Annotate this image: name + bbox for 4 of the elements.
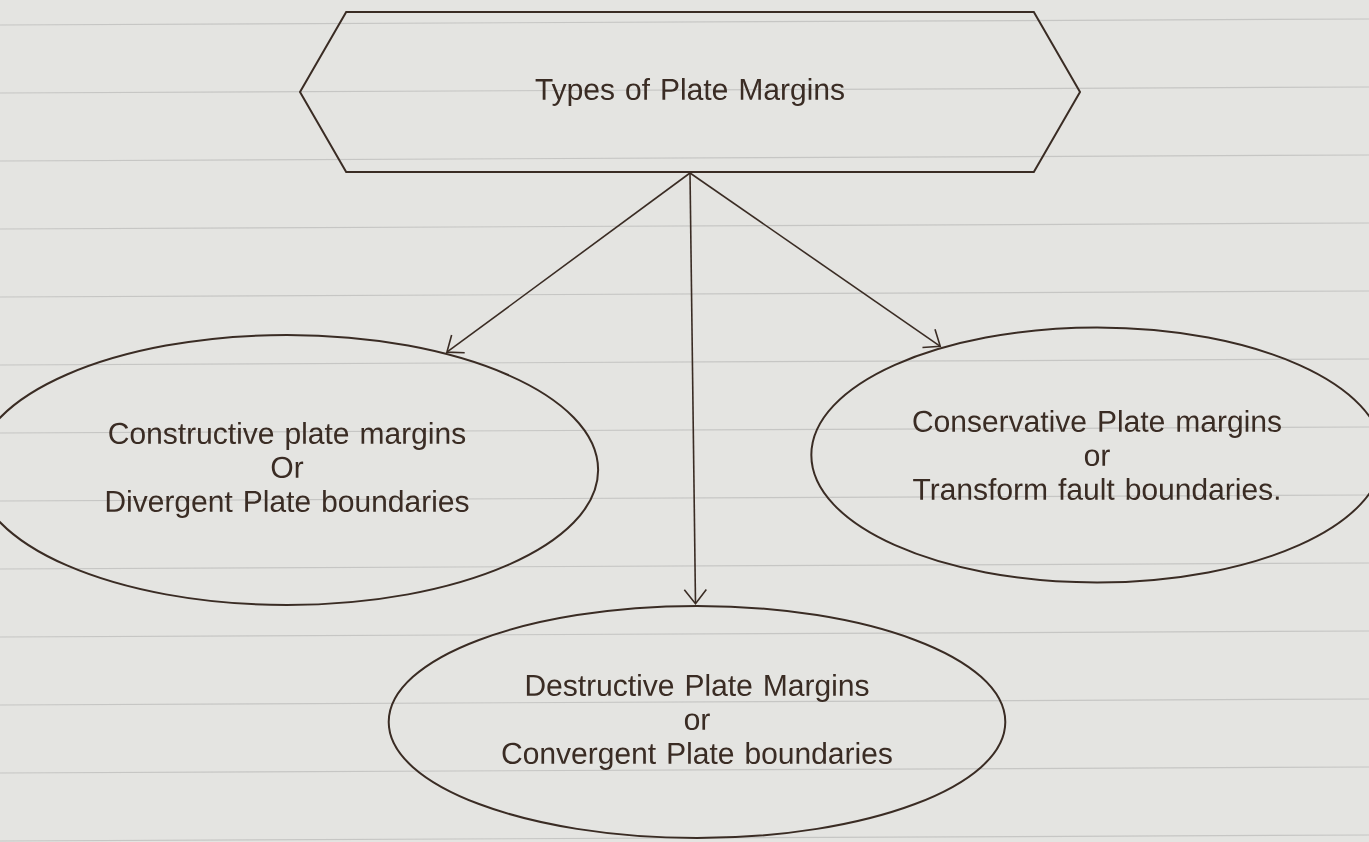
arrow bbox=[689, 172, 942, 349]
title-hexagon: Types of Plate Margins bbox=[298, 11, 1082, 173]
arrow bbox=[683, 172, 708, 605]
arrow bbox=[445, 172, 691, 354]
